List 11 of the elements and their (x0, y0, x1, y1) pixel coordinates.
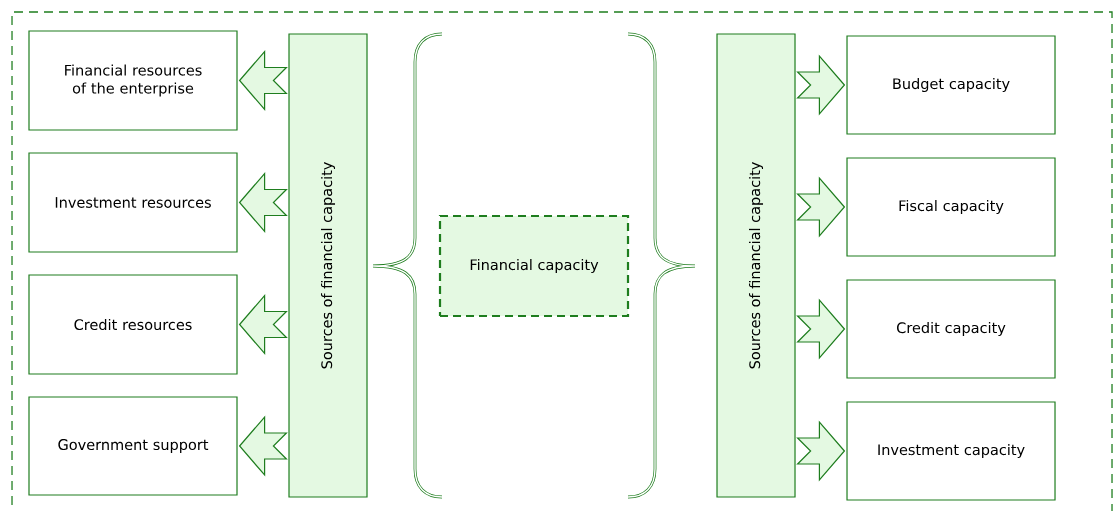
vertical-bar: Sources of financial capacity (716, 33, 796, 498)
process-box: Fiscal capacity (846, 157, 1056, 257)
process-box: Investment capacity (846, 401, 1056, 501)
process-box: Investment resources (28, 152, 238, 253)
process-box: Financial resources of the enterprise (28, 30, 238, 131)
process-box: Budget capacity (846, 35, 1056, 135)
vertical-bar: Sources of financial capacity (288, 33, 368, 498)
dashed-box: Financial capacity (438, 214, 630, 318)
process-box: Credit resources (28, 274, 238, 375)
process-box: Government support (28, 396, 238, 496)
process-box: Credit capacity (846, 279, 1056, 379)
